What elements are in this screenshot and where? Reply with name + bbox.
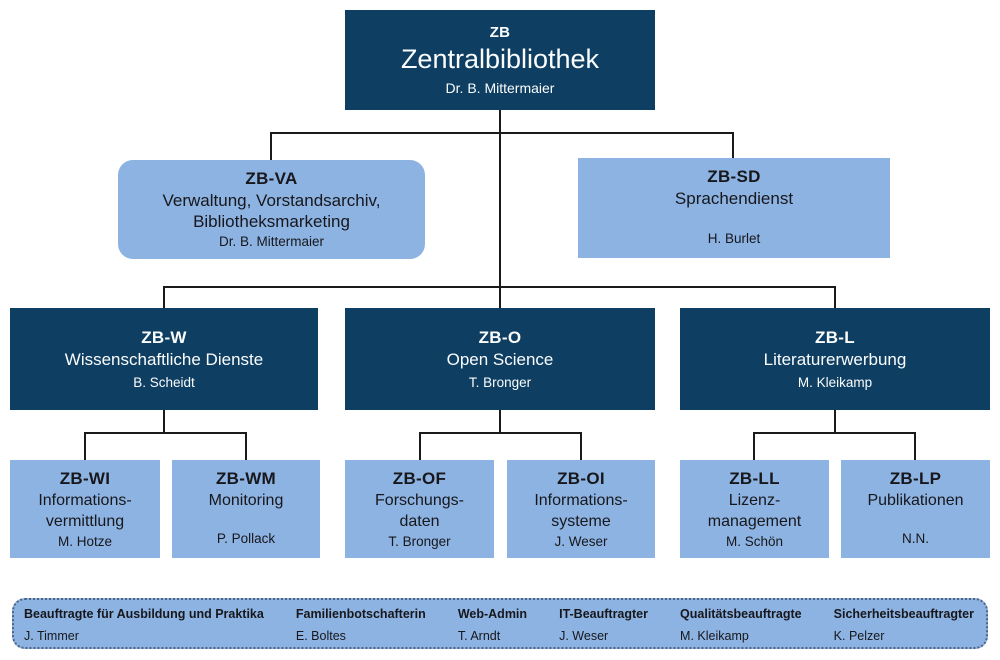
officer-person: J. Timmer <box>24 629 79 643</box>
node-title: Sprachendienst <box>674 189 794 208</box>
org-node-zb-wi: ZB-WI Informations- vermittlung M. Hotze <box>10 460 160 558</box>
officer-entry-it: IT-Beauftragter J. Weser <box>559 606 648 644</box>
node-title: Zentralbibliothek <box>400 44 600 74</box>
node-person: J. Weser <box>554 534 608 549</box>
officer-role: Qualitätsbeauftragte <box>680 607 802 621</box>
officer-person: T. Arndt <box>457 629 501 643</box>
connector-stub-zbo-down <box>499 410 501 434</box>
org-node-zb-of: ZB-OF Forschungs- daten T. Bronger <box>345 460 494 558</box>
officer-role: Sicherheitsbeauftragter <box>833 607 974 621</box>
node-code: ZB-SD <box>707 167 761 186</box>
connector-zbo-children-bar <box>419 432 582 434</box>
node-title: Lizenz- management <box>707 492 802 530</box>
connector-stub-zbva <box>270 132 272 160</box>
node-code: ZB-O <box>478 328 522 347</box>
connector-stub-zbl <box>834 286 836 308</box>
org-node-zb: ZB Zentralbibliothek Dr. B. Mittermaier <box>345 10 655 110</box>
connector-stub-zbll <box>753 432 755 460</box>
officer-role: Familienbotschafterin <box>295 607 426 621</box>
node-code: ZB-WI <box>59 469 111 488</box>
connector-stub-zbsd <box>732 132 734 158</box>
officer-person: E. Boltes <box>295 629 346 643</box>
officer-person: M. Kleikamp <box>680 629 749 643</box>
org-node-zb-l: ZB-L Literaturerwerbung M. Kleikamp <box>680 308 990 410</box>
officer-role: IT-Beauftragter <box>559 607 648 621</box>
officer-entry-sicherheit: Sicherheitsbeauftragter K. Pelzer <box>834 606 974 644</box>
node-person: M. Schön <box>725 534 784 549</box>
org-node-zb-wm: ZB-WM Monitoring P. Pollack <box>172 460 320 558</box>
node-person: H. Burlet <box>707 231 761 246</box>
connector-level2-bar <box>270 132 734 134</box>
officer-role: Web-Admin <box>457 607 528 621</box>
org-node-zb-va: ZB-VA Verwaltung, Vorstandsarchiv, Bibli… <box>118 160 425 259</box>
connector-stub-zbwm <box>245 432 247 460</box>
officer-role: Beauftragte für Ausbildung und Praktika <box>24 607 264 621</box>
connector-stub-zboi <box>580 432 582 460</box>
officer-person: J. Weser <box>559 629 609 643</box>
node-code: ZB-W <box>141 328 187 347</box>
node-person: M. Hotze <box>57 534 112 549</box>
org-node-zb-sd: ZB-SD Sprachendienst H. Burlet <box>578 158 890 258</box>
connector-trunk <box>499 110 501 308</box>
node-title: Forschungs- daten <box>375 492 464 530</box>
connector-stub-zbwi <box>84 432 86 460</box>
node-title: Informations- systeme <box>534 492 628 530</box>
node-person: T. Bronger <box>388 534 451 549</box>
node-person: P. Pollack <box>216 531 276 546</box>
connector-stub-zbl-down <box>834 410 836 434</box>
node-title: Monitoring <box>208 492 284 509</box>
node-title: Literaturerwerbung <box>763 350 907 369</box>
node-code: ZB-WM <box>215 469 277 488</box>
org-node-zb-w: ZB-W Wissenschaftliche Dienste B. Scheid… <box>10 308 318 410</box>
node-code: ZB-L <box>815 328 855 347</box>
org-node-zb-oi: ZB-OI Informations- systeme J. Weser <box>507 460 655 558</box>
node-code: ZB-OI <box>557 469 605 488</box>
connector-zbl-children-bar <box>753 432 916 434</box>
node-code: ZB-LP <box>889 469 942 488</box>
node-person: M. Kleikamp <box>797 375 873 390</box>
node-person: T. Bronger <box>468 375 532 390</box>
officer-entry-ausbildung: Beauftragte für Ausbildung und Praktika … <box>24 606 264 644</box>
node-code: ZB-VA <box>245 169 298 188</box>
node-person: Dr. B. Mittermaier <box>218 234 324 249</box>
connector-stub-zbof <box>419 432 421 460</box>
node-title: Informations- vermittlung <box>38 492 132 530</box>
connector-stub-zbw-down <box>163 410 165 434</box>
connector-zbw-children-bar <box>84 432 247 434</box>
node-title: Wissenschaftliche Dienste <box>64 350 264 369</box>
node-person: N.N. <box>902 531 929 546</box>
officer-person: K. Pelzer <box>833 629 885 643</box>
node-code: ZB-OF <box>392 469 447 488</box>
org-node-zb-ll: ZB-LL Lizenz- management M. Schön <box>680 460 829 558</box>
node-code: ZB <box>489 24 511 41</box>
node-title: Publikationen <box>867 492 964 509</box>
node-person: Dr. B. Mittermaier <box>445 80 555 96</box>
node-title: Verwaltung, Vorstandsarchiv, Bibliotheks… <box>162 191 381 231</box>
officer-entry-familie: Familienbotschafterin E. Boltes <box>296 606 426 644</box>
node-title: Open Science <box>446 350 554 369</box>
org-node-zb-lp: ZB-LP Publikationen N.N. <box>841 460 990 558</box>
connector-stub-zblp <box>914 432 916 460</box>
officers-bar: Beauftragte für Ausbildung und Praktika … <box>12 598 988 649</box>
node-person: B. Scheidt <box>133 375 195 390</box>
connector-stub-zbw <box>163 286 165 308</box>
connector-level3-bar <box>163 286 836 288</box>
org-node-zb-o: ZB-O Open Science T. Bronger <box>345 308 655 410</box>
officer-entry-webadmin: Web-Admin T. Arndt <box>458 606 527 644</box>
node-code: ZB-LL <box>729 469 780 488</box>
officer-entry-qualitaet: Qualitätsbeauftragte M. Kleikamp <box>680 606 802 644</box>
